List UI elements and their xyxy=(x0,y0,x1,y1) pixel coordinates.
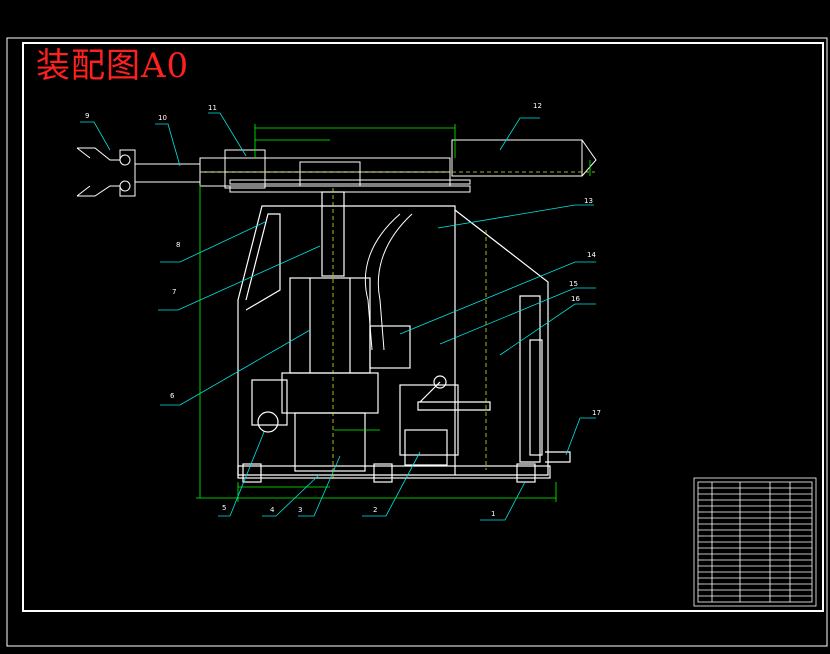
part-label-8: 8 xyxy=(176,241,180,249)
part-label-17: 17 xyxy=(592,409,601,417)
drawing-title: 装配图A0 xyxy=(36,46,190,86)
part-label-9: 9 xyxy=(85,112,89,120)
part-label-15: 15 xyxy=(569,280,578,288)
upper-arm-assembly xyxy=(76,139,597,197)
part-label-12: 12 xyxy=(533,102,542,110)
machine-body xyxy=(237,191,571,483)
part-label-7: 7 xyxy=(172,288,176,296)
hidden-lines xyxy=(200,171,595,480)
part-label-5: 5 xyxy=(222,504,226,512)
part-label-11: 11 xyxy=(208,104,217,112)
drawing-frame xyxy=(6,37,828,647)
leader-lines xyxy=(80,112,596,521)
dimension-lines xyxy=(196,124,591,502)
part-label-13: 13 xyxy=(584,197,593,205)
part-label-16: 16 xyxy=(571,295,580,303)
parts-list-table xyxy=(693,477,817,607)
part-label-4: 4 xyxy=(270,506,275,514)
part-label-6: 6 xyxy=(170,392,175,400)
part-label-1: 1 xyxy=(491,510,495,518)
part-label-10: 10 xyxy=(158,114,167,122)
part-label-2: 2 xyxy=(373,506,377,514)
part-labels: 1 2 3 4 5 6 7 8 9 10 11 12 13 14 15 16 1… xyxy=(85,102,601,518)
cable-bundle xyxy=(364,213,413,351)
part-label-14: 14 xyxy=(587,251,596,259)
part-label-3: 3 xyxy=(298,506,302,514)
